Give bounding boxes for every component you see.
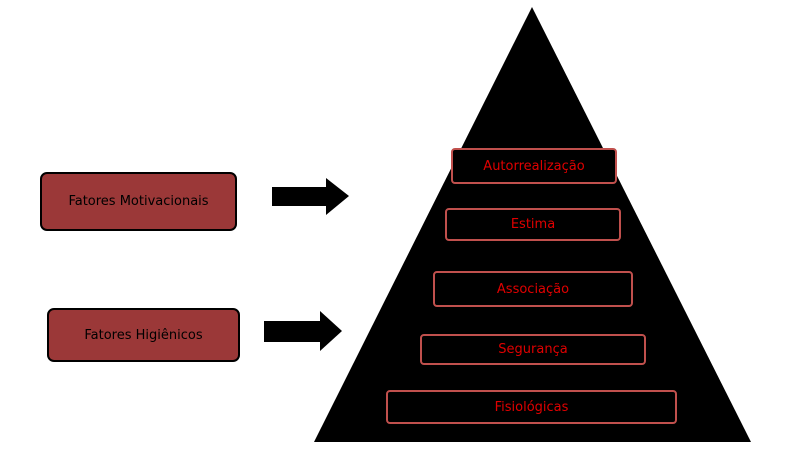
motivational-factors-box: Fatores Motivacionais [40, 172, 237, 231]
right-arrow-icon [272, 178, 349, 215]
level-label: Autorrealização [483, 158, 585, 174]
pyramid-level-self-actualization: Autorrealização [451, 148, 617, 184]
pyramid-level-safety: Segurança [420, 334, 646, 365]
hygienic-factors-label: Fatores Higiênicos [84, 327, 203, 343]
pyramid-level-esteem: Estima [445, 208, 621, 241]
level-label: Associação [496, 281, 570, 297]
pyramid-level-association: Associação [433, 271, 633, 307]
level-label: Segurança [498, 342, 568, 357]
hygienic-factors-box: Fatores Higiênicos [47, 308, 240, 362]
level-label: Estima [510, 217, 556, 232]
pyramid-level-physiological: Fisiológicas [386, 390, 677, 424]
right-arrow-icon [264, 311, 342, 351]
motivational-factors-label: Fatores Motivacionais [68, 194, 209, 209]
level-label: Fisiológicas [494, 399, 569, 415]
